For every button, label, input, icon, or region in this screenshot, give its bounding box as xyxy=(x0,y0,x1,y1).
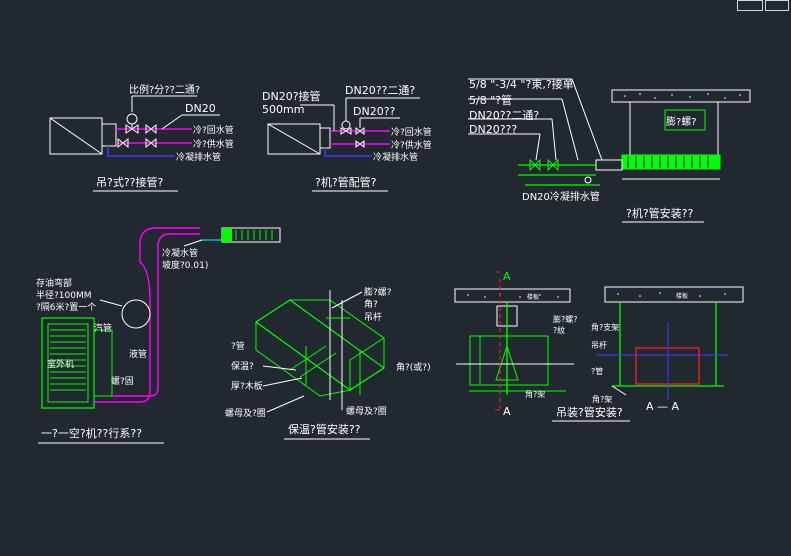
label-angle-or: 角?(或?) xyxy=(396,361,431,373)
gate-valve-icon xyxy=(117,137,129,149)
label-hanger-rod: 吊杆 xyxy=(364,311,382,323)
label-slope: 坡度?0.01) xyxy=(162,259,208,271)
minimize-button[interactable] xyxy=(737,0,763,11)
restore-button[interactable] xyxy=(765,0,789,11)
concrete-slab xyxy=(611,89,751,103)
diagram-title: 一?一空?机??行系?? xyxy=(41,426,142,440)
label-threaded-rod: ?紋 xyxy=(553,325,565,335)
section-marker-top: A xyxy=(503,270,511,283)
fancoil-grille xyxy=(621,154,721,170)
label-flare-connection: 5/8 "-3/4 "?束,?接单 xyxy=(469,78,574,91)
label-supply-pipe: 冷?供水管 xyxy=(391,139,432,151)
label-length: 500mm xyxy=(262,103,304,116)
diagram-insulated-duct: 膨?螺? 角? 吊杆 ?管 保温? 厚?木板 螺母及?圈 角?(或?) 螺母及?… xyxy=(225,286,431,440)
label-liquid-pipe: 液管 xyxy=(129,348,147,360)
label-copper-pipe: 5/8 "?管 xyxy=(469,93,512,107)
label-duct-right: ?管 xyxy=(591,366,603,376)
diagram-title: ?机?管配管? xyxy=(315,175,377,189)
label-condensate-drain: DN20冷凝排水管 xyxy=(522,190,600,203)
label-two-way-valve: DN20??二通? xyxy=(345,84,415,97)
label-dn20-valve: DN20?? xyxy=(353,105,396,118)
drain-pipe xyxy=(107,146,175,157)
duct-section xyxy=(469,335,549,386)
label-radius: 半径?100MM xyxy=(36,289,92,301)
label-outdoor-unit: 室外机 xyxy=(47,358,74,370)
gas-pipe xyxy=(94,227,200,403)
diagram-title: 吊装?管安装? xyxy=(556,405,623,419)
label-duct: ?管 xyxy=(231,340,245,352)
label-slab-right: 楼板 xyxy=(676,292,688,300)
label-oil-trap: 存油弯部 xyxy=(36,277,72,289)
label-angle-support: 角?支架 xyxy=(591,322,619,332)
two-way-valve-icon xyxy=(125,124,139,134)
concrete-slab-right xyxy=(604,286,744,303)
label-drain-pipe: 冷凝排水管 xyxy=(176,151,221,163)
section-marker-bottom: A xyxy=(503,405,511,418)
diagram-split-ac-system: 存油弯部 半径?100MM ?隔6米?置一个 汽管 液管 室外机 螺?固 冷凝水… xyxy=(36,227,281,444)
gate-valve-icon xyxy=(145,137,157,149)
label-drain-pipe: 冷凝排水管 xyxy=(373,151,418,163)
label-dn20-valve: DN20??? xyxy=(469,123,517,136)
label-return-pipe: 冷?回水管 xyxy=(391,126,432,138)
diagram-fancoil-piping: DN20?接管 500mm DN20??二通? DN20?? 冷?回水管 冷?供… xyxy=(262,84,432,192)
gate-valve-icon xyxy=(145,123,157,135)
diagram-fancoil-installation: 膨?螺? 5/8 "-3/4 "?束,?接单 5/8 "?管 DN20??二通?… xyxy=(468,78,751,223)
anchor-bolt-box xyxy=(664,109,706,131)
gate-valve-icon xyxy=(529,158,541,172)
section-label: A — A xyxy=(646,400,680,413)
oil-trap-loop xyxy=(121,299,151,329)
label-supply-pipe: 冷?供水管 xyxy=(193,138,234,150)
label-slab-left: 楼板 xyxy=(527,293,539,301)
label-hanger: 吊杆 xyxy=(591,340,607,350)
label-screw-fix: 螺?固 xyxy=(111,376,134,387)
ac-coil-box xyxy=(101,123,117,147)
label-interval: ?隔6米?置一个 xyxy=(36,301,96,313)
liquid-pipe xyxy=(112,233,200,397)
diagram-title: ?机?管安装?? xyxy=(626,206,694,220)
concrete-slab-left xyxy=(454,288,571,303)
label-gas-pipe: 汽管 xyxy=(94,322,112,334)
label-wood-board: 厚?木板 xyxy=(231,380,263,392)
label-dn20: DN20 xyxy=(185,102,216,115)
label-two-way-valve: DN20??二通? xyxy=(469,109,539,122)
gate-valve-icon xyxy=(547,158,559,172)
label-angle-frame-right: 角?架 xyxy=(592,394,612,404)
two-way-valve-icon xyxy=(340,127,352,135)
label-nut-washer: 螺母及?圈 xyxy=(225,408,266,419)
label-nut-washer-2: 螺母及?圈 xyxy=(346,406,387,417)
label-anchor-bolt: 膨?螺? xyxy=(666,115,697,128)
diagram-ceiling-connection: 比例?分??二通? DN20 冷?回水管 冷?供水管 冷凝排水管 吊?式??接管… xyxy=(49,83,234,192)
label-angle-frame: 角?架 xyxy=(525,389,545,399)
diagram-title: 吊?式??接管? xyxy=(96,175,164,189)
label-anchor-bolt: 膨?螺? xyxy=(364,286,392,298)
label-expansion-bolt: 膨?螺? xyxy=(553,314,578,324)
gate-valve-icon xyxy=(355,127,365,135)
diagram-suspended-duct: 楼板 A A 膨?螺? ?紋 角?架 楼板 角?支架 吊杆 ?管 角?架 A — xyxy=(454,270,744,422)
valve-actuator-icon xyxy=(126,113,138,125)
label-condensate-pipe: 冷凝水管 xyxy=(162,247,198,259)
label-proportional-valve: 比例?分??二通? xyxy=(129,83,200,96)
label-return-pipe: 冷?回水管 xyxy=(193,124,234,136)
ac-unit-diagonal xyxy=(49,117,103,155)
valve-actuator-icon xyxy=(341,120,351,130)
label-hose: DN20?接管 xyxy=(262,89,321,103)
label-angle-steel: 角? xyxy=(364,298,378,310)
diagram-title: 保温?管安装?? xyxy=(288,422,361,436)
gate-valve-icon xyxy=(355,140,365,148)
outdoor-unit xyxy=(41,317,95,409)
label-insulation: 保温? xyxy=(231,360,254,372)
